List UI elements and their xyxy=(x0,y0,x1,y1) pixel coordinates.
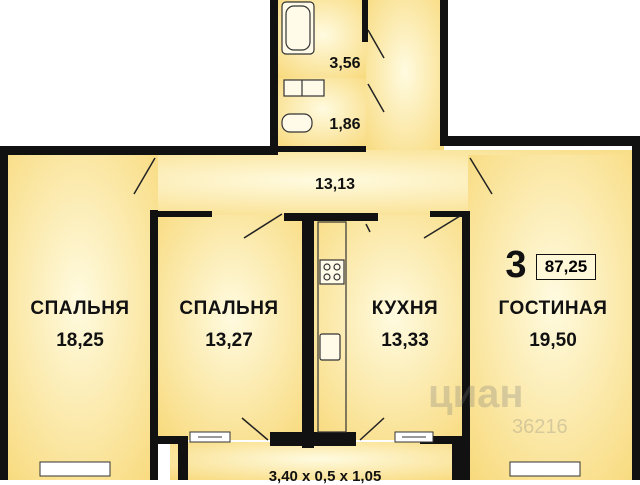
door-leaf xyxy=(423,215,461,239)
bedroom1-name: СПАЛЬНЯ xyxy=(30,298,130,319)
kitchen-sink xyxy=(319,333,341,361)
wall xyxy=(270,0,278,155)
kitchen-floor xyxy=(312,215,476,440)
doors xyxy=(133,29,493,441)
kitchen-name: КУХНЯ xyxy=(371,298,439,319)
wall xyxy=(284,213,378,221)
fixtures xyxy=(281,1,347,433)
wall xyxy=(462,211,470,480)
wall xyxy=(278,146,366,152)
wall xyxy=(178,436,188,480)
door-leaf xyxy=(241,417,269,441)
bath-area: 3,56 xyxy=(329,55,361,72)
bedroom2-floor xyxy=(158,215,306,440)
bedroom2-name: СПАЛЬНЯ xyxy=(179,298,279,319)
wall xyxy=(440,0,448,140)
wall xyxy=(158,436,188,444)
wall xyxy=(150,210,158,480)
balcony-dims: 3,40 x 0,5 x 1,05 xyxy=(268,468,382,485)
living-area: 19,50 xyxy=(529,330,577,351)
living-floor xyxy=(468,155,640,480)
toilet xyxy=(281,113,313,133)
door-leaf xyxy=(133,157,156,195)
door-leaf xyxy=(365,223,371,233)
balcony-floor xyxy=(170,442,470,480)
wall xyxy=(430,211,468,217)
counter xyxy=(317,221,347,433)
window xyxy=(39,461,111,477)
bedroom1-area: 18,25 xyxy=(56,330,104,351)
wall xyxy=(0,146,8,480)
living-name: ГОСТИНАЯ xyxy=(498,298,608,319)
door-leaf xyxy=(367,29,385,59)
door-leaf xyxy=(367,83,385,113)
wall xyxy=(632,140,640,480)
corridor-floor xyxy=(366,0,444,160)
stove xyxy=(319,259,345,285)
wc-area: 1,86 xyxy=(329,116,361,133)
bedroom1-floor xyxy=(0,155,158,480)
wall xyxy=(362,0,368,42)
wall xyxy=(0,146,278,155)
wall xyxy=(270,432,356,446)
rooms-count: 3 xyxy=(505,244,527,286)
watermark-brand: циан xyxy=(428,372,524,416)
door-leaf xyxy=(243,213,283,239)
bathtub-inner xyxy=(285,5,311,51)
bedroom2-area: 13,27 xyxy=(205,330,253,351)
wall xyxy=(452,436,462,480)
wall xyxy=(302,213,314,448)
door-leaf xyxy=(469,157,493,195)
kitchen-area: 13,33 xyxy=(381,330,429,351)
watermark-logo: циан xyxy=(428,372,524,417)
watermark-code: 36216 xyxy=(512,416,568,438)
hall-area: 13,13 xyxy=(314,176,356,193)
door-leaf xyxy=(359,417,385,441)
windows xyxy=(39,431,581,477)
window xyxy=(509,461,581,477)
total-area-badge: 87,25 xyxy=(536,254,596,280)
wall xyxy=(420,436,470,444)
wall xyxy=(440,136,640,146)
wall xyxy=(156,211,212,217)
sink xyxy=(283,79,325,97)
